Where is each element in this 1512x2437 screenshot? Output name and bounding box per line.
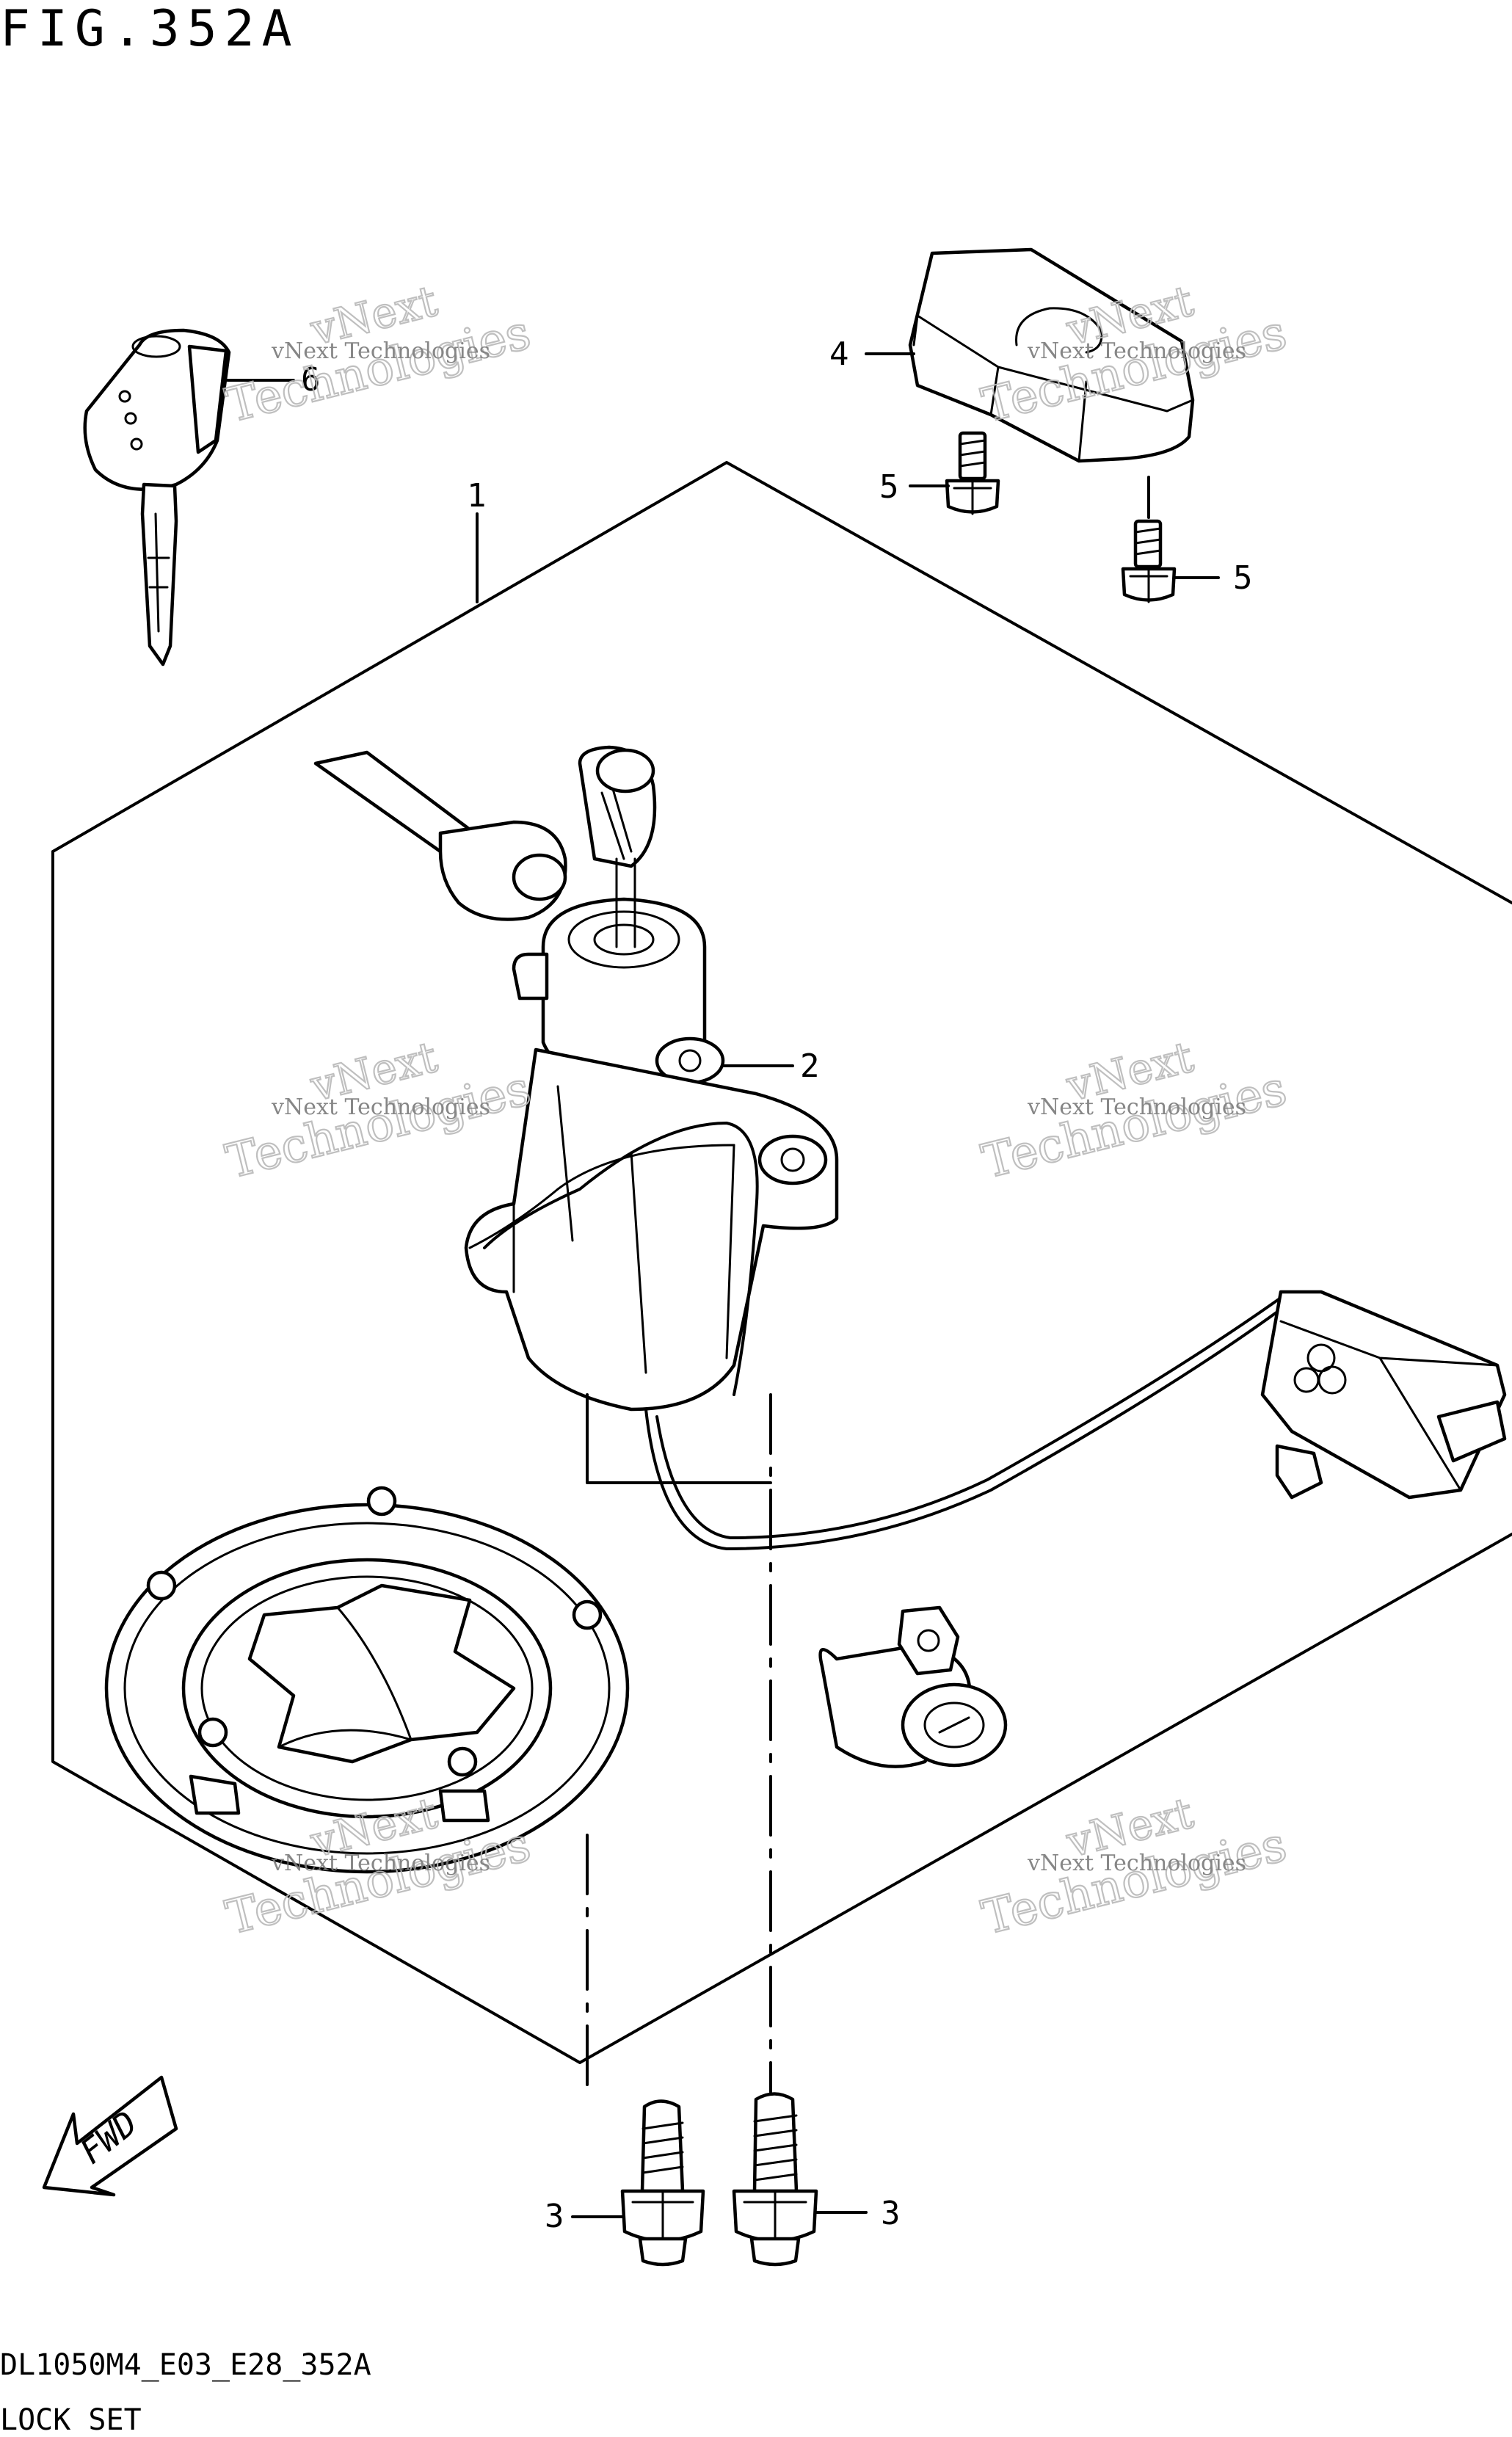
svg-text:vNext Technologies: vNext Technologies [271, 338, 490, 364]
watermark-4: vNext Technologies vNext Technologies [976, 1031, 1293, 1190]
callout-2: 2 [800, 1047, 820, 1085]
watermark-3: vNext Technologies vNext Technologies [220, 1031, 537, 1190]
callout-3-left: 3 [545, 2198, 564, 2235]
screw-5-left [945, 431, 1000, 515]
callout-5-right: 5 [1233, 559, 1253, 597]
cover-4 [908, 247, 1195, 463]
screw-5-right [1121, 476, 1177, 603]
callout-3-right: 3 [881, 2195, 901, 2232]
kit-outline-1 [51, 461, 1512, 2064]
callout-6: 6 [301, 361, 321, 399]
callout-5-left: 5 [879, 468, 899, 506]
svg-text:vNext Technologies: vNext Technologies [1027, 338, 1246, 364]
svg-text:vNext Technologies: vNext Technologies [1027, 1851, 1246, 1876]
figure-caption: LOCK SET [0, 2403, 142, 2437]
figure-title: FIG.352A [0, 0, 299, 58]
axis-bracket [586, 1437, 772, 1484]
seat-lock [818, 1605, 1008, 1768]
svg-text:vNext Technologies: vNext Technologies [1027, 1094, 1246, 1120]
svg-text:vNext Technologies: vNext Technologies [271, 1094, 490, 1120]
callout-1: 1 [467, 477, 487, 515]
bolt-3-right [732, 2092, 818, 2267]
ignition-switch-2 [313, 745, 1507, 1550]
fuel-cap [104, 1486, 630, 1874]
callout-4: 4 [829, 335, 849, 373]
figure-code: DL1050M4_E03_E28_352A [0, 2348, 371, 2382]
fwd-arrow: FWD [42, 2075, 178, 2197]
watermark-1: vNext Technologies vNext Technologies [220, 275, 537, 434]
key-6 [83, 328, 231, 667]
svg-text:vNext Technologies: vNext Technologies [271, 1851, 490, 1876]
bolt-3-left [620, 2099, 705, 2267]
